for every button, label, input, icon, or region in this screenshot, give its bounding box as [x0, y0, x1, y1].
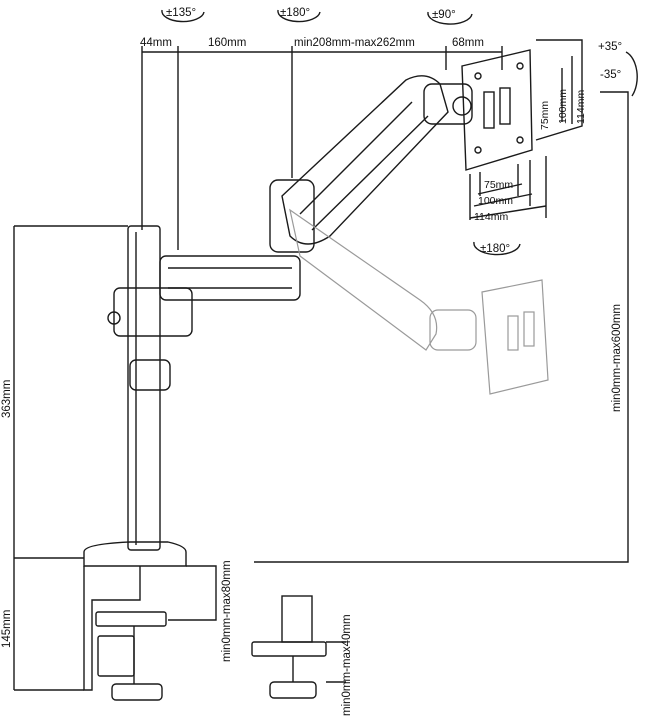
- height-range-line: [254, 91, 629, 563]
- grommet-post: [281, 595, 313, 643]
- tilt-down-label: -35°: [600, 69, 622, 81]
- elbow-joint: [269, 179, 315, 253]
- head-joint: [423, 83, 473, 125]
- clamp-desk-range-dimension: min0mm-max80mm: [221, 560, 233, 662]
- head-rotation-label: ±90°: [432, 9, 456, 21]
- cable-clip: [129, 359, 171, 391]
- vesa-horizontal-100: 100mm: [478, 195, 514, 207]
- grommet-knob: [269, 681, 317, 699]
- pole-offset-dimension: 44mm: [140, 37, 172, 49]
- vesa-vertical-114: 114mm: [575, 89, 587, 124]
- lower-arm: [159, 255, 301, 301]
- vesa-horizontal-114: 114mm: [474, 211, 509, 223]
- vesa-vertical-100: 100mm: [557, 88, 569, 124]
- vesa-rotation-arrow: [473, 241, 521, 256]
- arm-rotation-arrow: [161, 9, 205, 23]
- head-dimension: 68mm: [452, 37, 484, 49]
- vesa-plate: [461, 49, 533, 171]
- vesa-vertical-75: 75mm: [539, 100, 551, 130]
- elbow-rotation-arrow: [277, 9, 321, 23]
- grommet-desk-range-dimension: min0mm-max40mm: [341, 614, 353, 716]
- vesa-horizontal-75: 75mm: [484, 179, 514, 191]
- lowered-arm-ghost: [289, 208, 549, 395]
- pole-height-dimension: 363mm: [1, 379, 13, 418]
- pole: [127, 225, 161, 551]
- height-range-dimension: min0mm-max600mm: [611, 304, 623, 412]
- upper-arm: [281, 75, 449, 245]
- desk-base: [83, 541, 187, 567]
- desk-clamp: [83, 566, 141, 691]
- arm-joint: [113, 287, 193, 337]
- clamp-knob: [111, 683, 163, 701]
- clamp-height-dimension: 145mm: [1, 609, 13, 648]
- upper-arm-dimension: min208mm-max262mm: [294, 37, 415, 49]
- lower-arm-dimension: 160mm: [208, 37, 247, 49]
- head-rotation-arrow: [427, 11, 473, 25]
- tilt-arrow: [625, 51, 638, 97]
- vesa-rotation-label: ±180°: [480, 243, 511, 255]
- tilt-up-label: +35°: [598, 41, 623, 53]
- elbow-rotation-label: ±180°: [280, 7, 311, 19]
- arm-rotation-label: ±135°: [166, 7, 197, 19]
